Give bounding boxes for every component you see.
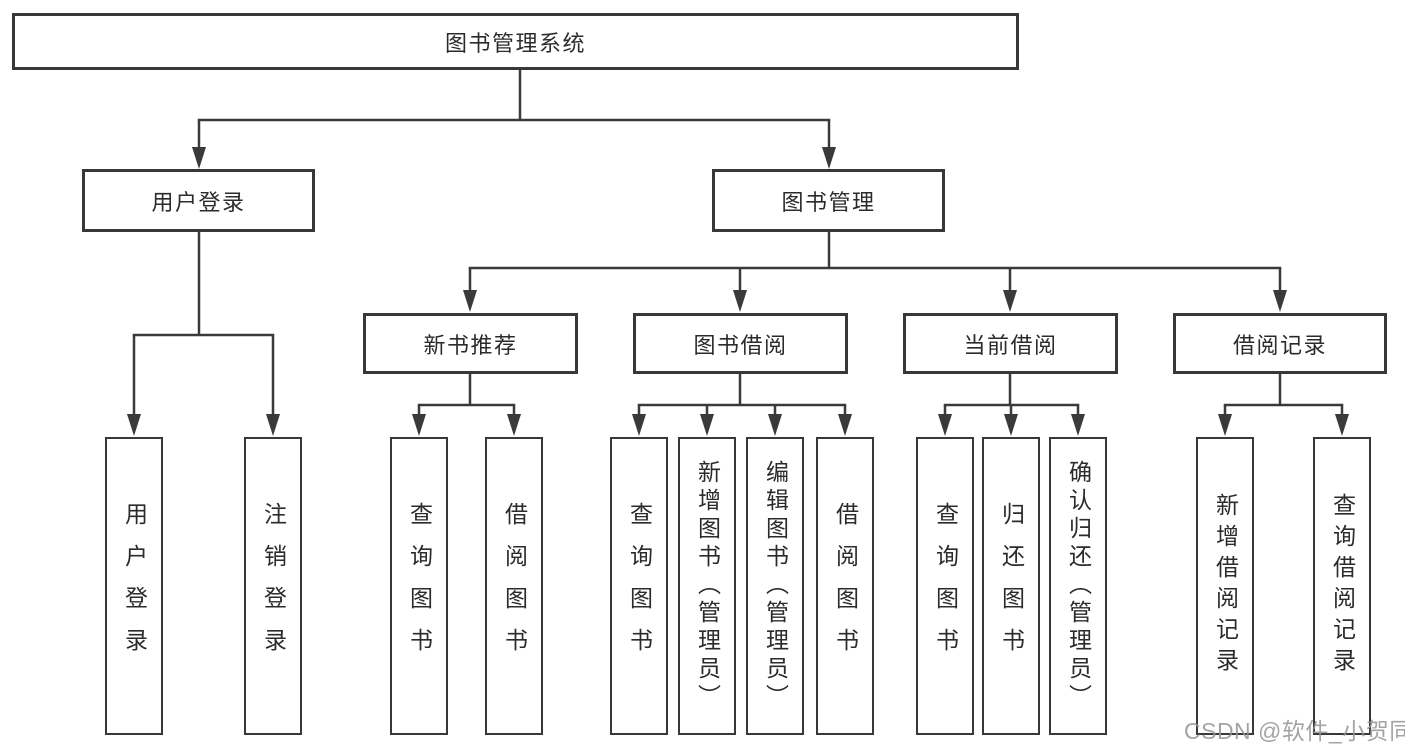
node-book-management: 图书管理 <box>712 169 945 232</box>
leaf-borrow-borrow-books-label: 借阅图书 <box>832 502 859 670</box>
leaf-current-confirm-return-admin-label: 确认归还（管理员） <box>1065 460 1092 712</box>
node-user-login-label: 用户登录 <box>151 189 246 215</box>
leaf-newbook-borrow-books-label: 借阅图书 <box>501 502 528 670</box>
node-root-label: 图书管理系统 <box>444 30 586 56</box>
leaf-records-add-record-label: 新增借阅记录 <box>1212 493 1239 679</box>
leaf-current-return-books-label: 归还图书 <box>998 502 1025 670</box>
node-current-borrow-label: 当前借阅 <box>963 332 1058 358</box>
node-book-borrow: 图书借阅 <box>633 313 848 374</box>
node-borrow-records: 借阅记录 <box>1173 313 1387 374</box>
node-new-book-recommend: 新书推荐 <box>363 313 578 374</box>
leaf-logout: 注销登录 <box>244 437 302 735</box>
leaf-borrow-borrow-books: 借阅图书 <box>816 437 874 735</box>
node-borrow-records-label: 借阅记录 <box>1232 332 1327 358</box>
node-root-system: 图书管理系统 <box>12 13 1019 70</box>
node-book-borrow-label: 图书借阅 <box>693 332 788 358</box>
csdn-watermark: CSDN @软件_小贺同学 <box>1184 718 1405 744</box>
leaf-records-query-record-label: 查询借阅记录 <box>1329 493 1356 679</box>
leaf-user-login: 用户登录 <box>105 437 163 735</box>
leaf-newbook-query-books-label: 查询图书 <box>406 502 433 670</box>
leaf-newbook-query-books: 查询图书 <box>390 437 448 735</box>
node-book-management-label: 图书管理 <box>781 189 876 215</box>
leaf-current-query-books-label: 查询图书 <box>932 502 959 670</box>
leaf-borrow-query-books-label: 查询图书 <box>626 502 653 670</box>
leaf-records-add-record: 新增借阅记录 <box>1196 437 1254 735</box>
leaf-current-confirm-return-admin: 确认归还（管理员） <box>1049 437 1107 735</box>
node-new-book-recommend-label: 新书推荐 <box>423 332 518 358</box>
leaf-borrow-add-books-admin-label: 新增图书（管理员） <box>694 460 721 712</box>
leaf-logout-label: 注销登录 <box>260 502 287 670</box>
leaf-current-return-books: 归还图书 <box>982 437 1040 735</box>
leaf-borrow-edit-books-admin-label: 编辑图书（管理员） <box>762 460 789 712</box>
leaf-borrow-query-books: 查询图书 <box>610 437 668 735</box>
leaf-borrow-edit-books-admin: 编辑图书（管理员） <box>746 437 804 735</box>
leaf-records-query-record: 查询借阅记录 <box>1313 437 1371 735</box>
node-user-login: 用户登录 <box>82 169 315 232</box>
leaf-current-query-books: 查询图书 <box>916 437 974 735</box>
leaf-newbook-borrow-books: 借阅图书 <box>485 437 543 735</box>
leaf-borrow-add-books-admin: 新增图书（管理员） <box>678 437 736 735</box>
node-current-borrow: 当前借阅 <box>903 313 1118 374</box>
leaf-user-login-label: 用户登录 <box>121 502 148 670</box>
